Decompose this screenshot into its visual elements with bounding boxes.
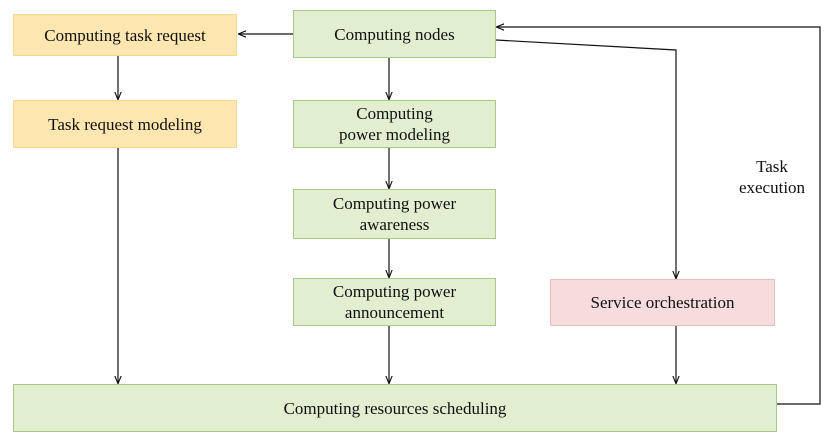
arrow-nodes-to-orchestration — [495, 39, 676, 278]
task-request-modeling-box: Task request modeling — [13, 100, 237, 148]
computing-power-awareness-box: Computing power awareness — [293, 189, 496, 239]
arrow-task-execution-loop — [497, 27, 821, 405]
task-execution-label: Task execution — [738, 157, 806, 197]
computing-resources-scheduling-box: Computing resources scheduling — [13, 384, 777, 432]
computing-power-announcement-box: Computing power announcement — [293, 278, 496, 326]
computing-power-modeling-box: Computing power modeling — [293, 100, 496, 148]
service-orchestration-box: Service orchestration — [550, 279, 775, 326]
computing-task-request-box: Computing task request — [13, 14, 237, 56]
computing-nodes-box: Computing nodes — [293, 10, 496, 58]
